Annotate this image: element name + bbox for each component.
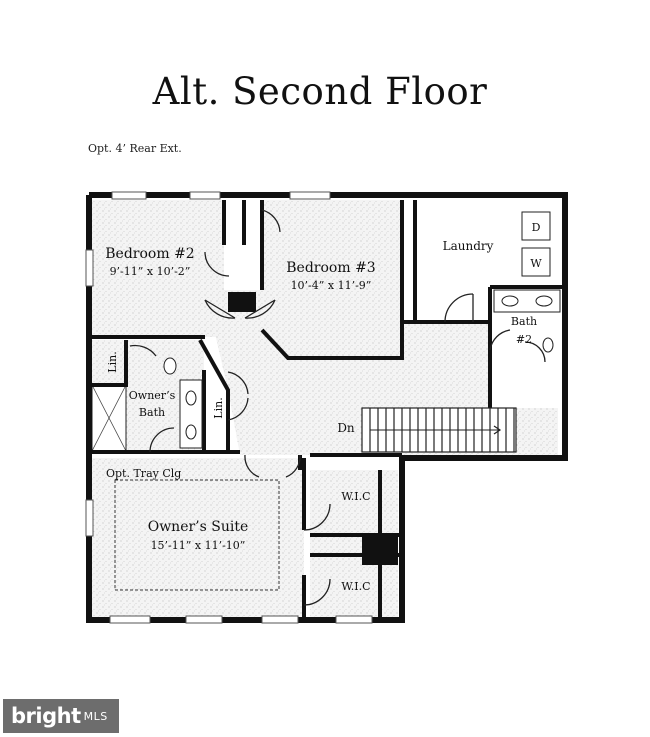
wic-top-label: W.I.C — [341, 490, 370, 503]
linen-top-label: Lin. — [106, 351, 119, 372]
wic-bottom-label: W.I.C — [341, 580, 370, 593]
bedroom2-floor — [92, 200, 224, 337]
owners-suite-floor — [92, 458, 304, 618]
owners-toilet — [163, 357, 177, 375]
watermark-brand: bright — [11, 704, 81, 728]
room-labels: Bedroom #2 9’-11” x 10’-2” Bedroom #3 10… — [105, 221, 542, 593]
bedroom2-size: 9’-11” x 10’-2” — [110, 265, 191, 278]
windows — [85, 191, 373, 624]
stairs-label: Dn — [337, 421, 355, 435]
bedroom3-floor — [262, 200, 402, 358]
owners-bath-line1: Owner’s — [129, 389, 176, 402]
bath2-toilet — [542, 337, 554, 353]
watermark-suffix: MLS — [83, 709, 108, 723]
fixtures — [114, 211, 561, 591]
owners-vanity — [179, 379, 203, 449]
owners-suite-name: Owner’s Suite — [148, 519, 249, 535]
owners-bath-line2: Bath — [139, 406, 165, 419]
mechanical-chase — [362, 537, 398, 565]
bedroom2-name: Bedroom #2 — [105, 246, 194, 262]
stairs — [361, 407, 517, 453]
dryer — [521, 211, 551, 241]
bedroom3-name: Bedroom #3 — [286, 260, 375, 276]
bath2-number: #2 — [516, 333, 532, 346]
linen-mid-label: Lin. — [212, 397, 225, 418]
bath2-name: Bath — [511, 315, 537, 328]
mls-watermark: bright MLS — [3, 699, 119, 733]
tray-ceiling — [114, 479, 280, 591]
washer-label: W — [530, 257, 542, 270]
bedroom3-size: 10’-4” x 11’-9” — [291, 279, 372, 292]
exterior-walls — [86, 192, 568, 623]
doors — [129, 209, 546, 606]
option-note: Opt. 4’ Rear Ext. — [88, 142, 182, 155]
laundry-name: Laundry — [443, 239, 494, 253]
washer — [521, 247, 551, 277]
owners-suite-size: 15’-11” x 11’-10” — [151, 539, 246, 552]
bath2-vanity — [493, 289, 561, 313]
bedroom-closet-chase — [228, 292, 256, 312]
tray-label: Opt. Tray Clg — [106, 467, 181, 480]
plan-title: Alt. Second Floor — [152, 70, 488, 113]
dryer-label: D — [532, 221, 541, 234]
